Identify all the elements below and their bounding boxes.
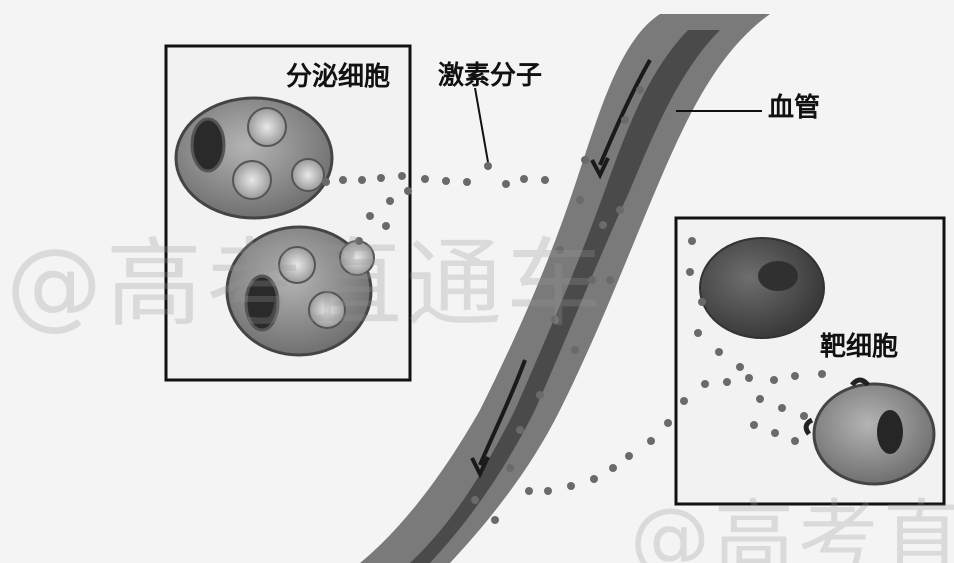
hormone-dot xyxy=(680,397,688,405)
granule xyxy=(248,108,286,146)
hormone-dot xyxy=(590,475,598,483)
nucleus-upper xyxy=(192,119,224,171)
hormone-dot xyxy=(366,212,374,220)
hormone-dot xyxy=(516,426,524,434)
hormone-dot xyxy=(520,175,528,183)
target-cell-upper xyxy=(700,238,824,338)
hormone-dot xyxy=(506,464,514,472)
hormone-dot xyxy=(745,374,753,382)
hormone-dot xyxy=(404,187,412,195)
granule xyxy=(279,247,315,283)
hormone-dot xyxy=(750,421,758,429)
hormone-dot xyxy=(791,437,799,445)
secretory-cell-lower xyxy=(227,227,374,355)
hormone-dot xyxy=(770,376,778,384)
hormone-dot xyxy=(698,298,706,306)
hormone-dot xyxy=(556,246,564,254)
label-hormone-molecules: 激素分子 xyxy=(438,63,542,89)
hormone-dot xyxy=(355,237,363,245)
hormone-dot xyxy=(800,412,808,420)
hormone-dot xyxy=(576,196,584,204)
hormone-dot xyxy=(771,429,779,437)
hormone-dot xyxy=(377,174,385,182)
hormone-dot xyxy=(647,437,655,445)
hormone-dot xyxy=(541,176,549,184)
hormone-dot xyxy=(382,222,390,230)
hormone-dot xyxy=(756,395,764,403)
hormone-dot xyxy=(694,329,702,337)
hormone-dot xyxy=(599,221,607,229)
hormone-dot xyxy=(723,378,731,386)
granule xyxy=(309,292,345,328)
nucleus-target-lower xyxy=(877,410,903,454)
hormone-dot xyxy=(616,206,624,214)
nucleus-target-upper xyxy=(758,261,798,291)
hormone-dot xyxy=(588,276,596,284)
granule xyxy=(292,159,324,191)
hormone-dot xyxy=(581,156,589,164)
granule xyxy=(233,161,271,199)
nucleus-lower xyxy=(246,276,278,330)
hormone-dot xyxy=(606,276,614,284)
hormone-dot xyxy=(386,197,394,205)
hormone-dot xyxy=(701,380,709,388)
label-target-cells: 靶细胞 xyxy=(820,334,898,360)
label-blood-vessel: 血管 xyxy=(768,95,820,121)
hormone-dot xyxy=(715,348,723,356)
hormone-dot xyxy=(463,178,471,186)
hormone-dot xyxy=(491,516,499,524)
hormone-dot xyxy=(736,363,744,371)
hormone-dot xyxy=(339,176,347,184)
hormone-dot xyxy=(688,237,696,245)
hormone-dot xyxy=(536,391,544,399)
hormone-dot xyxy=(621,116,629,124)
hormone-dot xyxy=(442,177,450,185)
hormone-dot xyxy=(664,419,672,427)
label-secretory-cells: 分泌细胞 xyxy=(286,64,390,90)
hormone-dot xyxy=(609,464,617,472)
hormone-dot xyxy=(778,404,786,412)
secretory-cell-upper xyxy=(176,98,332,218)
hormone-leader xyxy=(475,88,488,162)
granule xyxy=(340,241,374,275)
hormone-dot xyxy=(544,487,552,495)
hormone-dot xyxy=(791,372,799,380)
hormone-dot xyxy=(636,86,644,94)
hormone-dot xyxy=(322,178,330,186)
hormone-dot xyxy=(421,175,429,183)
hormone-dot xyxy=(567,482,575,490)
hormone-dot xyxy=(625,452,633,460)
hormone-dot xyxy=(525,487,533,495)
hormone-dot xyxy=(484,162,492,170)
hormone-dot xyxy=(358,176,366,184)
hormone-dot xyxy=(551,316,559,324)
hormone-dot xyxy=(398,172,406,180)
hormone-dot xyxy=(471,496,479,504)
hormone-dot xyxy=(502,180,510,188)
hormone-dot xyxy=(686,268,694,276)
hormone-dot xyxy=(571,346,579,354)
hormone-dot xyxy=(818,370,826,378)
